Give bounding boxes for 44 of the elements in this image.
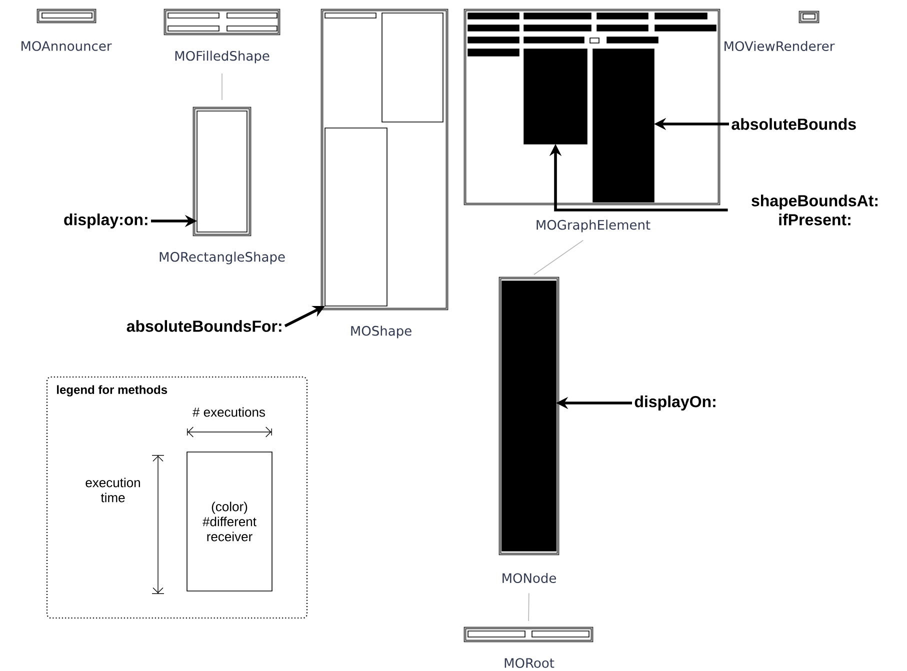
method-label: displayOn: — [634, 396, 716, 410]
method-box — [468, 24, 520, 32]
method-box — [468, 12, 520, 20]
connector-line — [528, 592, 530, 622]
method-box — [226, 12, 278, 18]
method-label: absoluteBoundsFor: — [126, 320, 282, 332]
method-label: absoluteBounds — [732, 118, 856, 130]
method-box — [524, 12, 592, 20]
method-box — [42, 12, 92, 18]
method-box — [654, 24, 716, 32]
class-name: MONode — [502, 572, 556, 584]
method-box — [596, 24, 648, 32]
method-box — [468, 36, 520, 44]
method-box — [524, 36, 584, 44]
class-name: MOAnnouncer — [22, 41, 112, 51]
method-box — [606, 36, 658, 44]
method-label: display:on: — [64, 214, 148, 228]
method-box — [168, 12, 220, 18]
method-box — [468, 48, 520, 56]
method-box — [226, 26, 278, 32]
class-name: MOFilledShape — [175, 50, 270, 64]
class-name: MORectangleShape — [160, 252, 285, 264]
method-box — [532, 630, 590, 638]
class-name: MOViewRenderer — [724, 40, 835, 52]
method-box: (color) #different receiver — [186, 452, 272, 592]
method-box — [654, 12, 708, 20]
method-box — [596, 12, 648, 20]
method-box — [590, 38, 600, 44]
method-box — [324, 128, 388, 306]
method-box — [802, 14, 816, 20]
class-name: MOGraphElement — [536, 220, 650, 232]
method-label: shapeBoundsAt: ifPresent: — [752, 194, 878, 226]
dimension-label: execution time — [86, 478, 140, 502]
method-box — [524, 48, 588, 144]
class-name: MORoot — [504, 658, 554, 668]
method-box — [382, 12, 444, 122]
class-name: MOShape — [351, 326, 412, 338]
method-box — [592, 48, 654, 202]
method-box — [168, 26, 220, 32]
method-box — [524, 24, 592, 32]
connector-line — [534, 240, 584, 275]
dimension-label: # executions — [192, 407, 266, 417]
method-box — [324, 12, 376, 18]
method-box — [468, 630, 526, 638]
